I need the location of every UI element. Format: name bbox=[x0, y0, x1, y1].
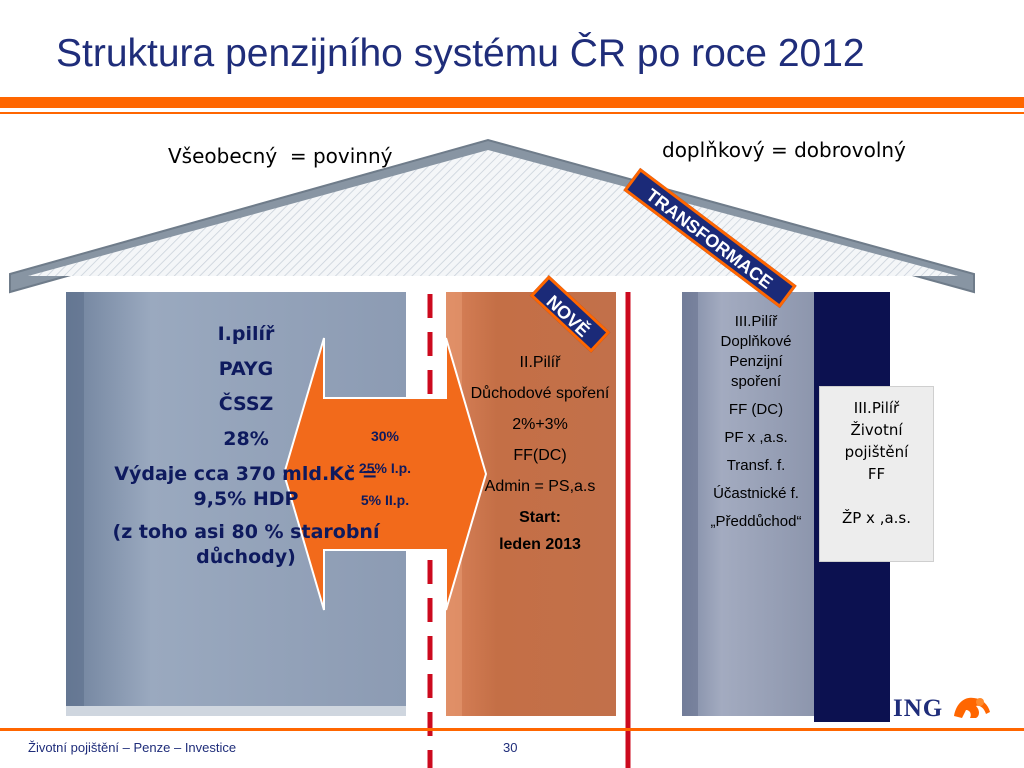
pillar-3-fund: FF (DC) bbox=[728, 401, 784, 418]
footer-line bbox=[0, 728, 1024, 731]
pillar-2-text: II.Pilíř Důchodové spoření 2%+3% FF(DC) … bbox=[470, 352, 610, 565]
pillar-3-name: III.Pilíř bbox=[734, 313, 778, 330]
label-mandatory: Všeobecný = povinný bbox=[168, 144, 393, 168]
lion-icon bbox=[954, 697, 990, 718]
box-zp: ŽP x ,a.s. bbox=[841, 509, 912, 527]
footer-text: Životní pojištění – Penze – Investice bbox=[28, 740, 237, 755]
pillar-2-name: II.Pilíř bbox=[519, 354, 561, 371]
header-line bbox=[0, 112, 1024, 114]
pillar-3-ucast: Účastnické f. bbox=[713, 485, 799, 502]
pillar-1-name: I.pilíř bbox=[217, 323, 275, 345]
pillar-2-desc: Důchodové spoření bbox=[470, 385, 610, 402]
ing-logo-text: ING bbox=[893, 695, 944, 722]
page-title: Struktura penzijního systému ČR po roce … bbox=[56, 32, 865, 75]
pillar-1-type: PAYG bbox=[218, 358, 274, 380]
arrow-text: 30% 25% I.p. 5% II.p. bbox=[330, 426, 440, 522]
life-insurance-box: III.Pilíř Životní pojištění FF ŽP x ,a.s… bbox=[819, 386, 934, 562]
arrow-second: 5% II.p. bbox=[360, 492, 410, 508]
pillar-1-rate: 28% bbox=[223, 428, 269, 450]
pillar-3-predd: „Předdůchod“ bbox=[710, 513, 802, 530]
label-voluntary: doplňkový = dobrovolný bbox=[662, 138, 906, 162]
header-bar bbox=[0, 97, 1024, 108]
roof bbox=[9, 138, 975, 294]
arrow-first: 25% I.p. bbox=[358, 460, 412, 476]
roof-inner bbox=[28, 150, 958, 276]
pillar-3-desc: Doplňkové Penzijní spoření bbox=[720, 333, 792, 390]
pillar-2-admin: Admin = PS,a.s bbox=[484, 478, 596, 495]
box-name: III.Pilíř bbox=[853, 399, 900, 417]
pillar-1-text: I.pilíř PAYG ČSSZ 28% Výdaje cca 370 mld… bbox=[98, 322, 394, 578]
box-desc: Životní pojištění bbox=[844, 421, 909, 461]
pillar-3-pf: PF x ,a.s. bbox=[724, 429, 788, 446]
pillar-2-rate: 2%+3% bbox=[512, 416, 568, 433]
pillar-2-fund: FF(DC) bbox=[513, 447, 567, 464]
pillar-3-head: III.Pilíř Doplňkové Penzijní spoření bbox=[706, 312, 806, 392]
double-arrow bbox=[282, 337, 488, 611]
pillar-3-text: III.Pilíř Doplňkové Penzijní spoření FF … bbox=[706, 312, 806, 540]
pillar-2-start-date: leden 2013 bbox=[499, 536, 581, 553]
arrow-total: 30% bbox=[370, 428, 400, 444]
box-spacer bbox=[820, 485, 933, 507]
pillar-3-transf: Transf. f. bbox=[726, 457, 786, 474]
pillar-2-start-label: Start: bbox=[519, 509, 561, 526]
pillar-1-org: ČSSZ bbox=[218, 393, 274, 415]
pillar-1-spend: Výdaje cca 370 mld.Kč = 9,5% HDP bbox=[114, 463, 378, 510]
page-number: 30 bbox=[503, 740, 518, 755]
box-fund: FF bbox=[867, 465, 886, 483]
pillar-3 bbox=[682, 292, 814, 716]
pillar-1-note: (z toho asi 80 % starobní důchody) bbox=[112, 521, 380, 568]
